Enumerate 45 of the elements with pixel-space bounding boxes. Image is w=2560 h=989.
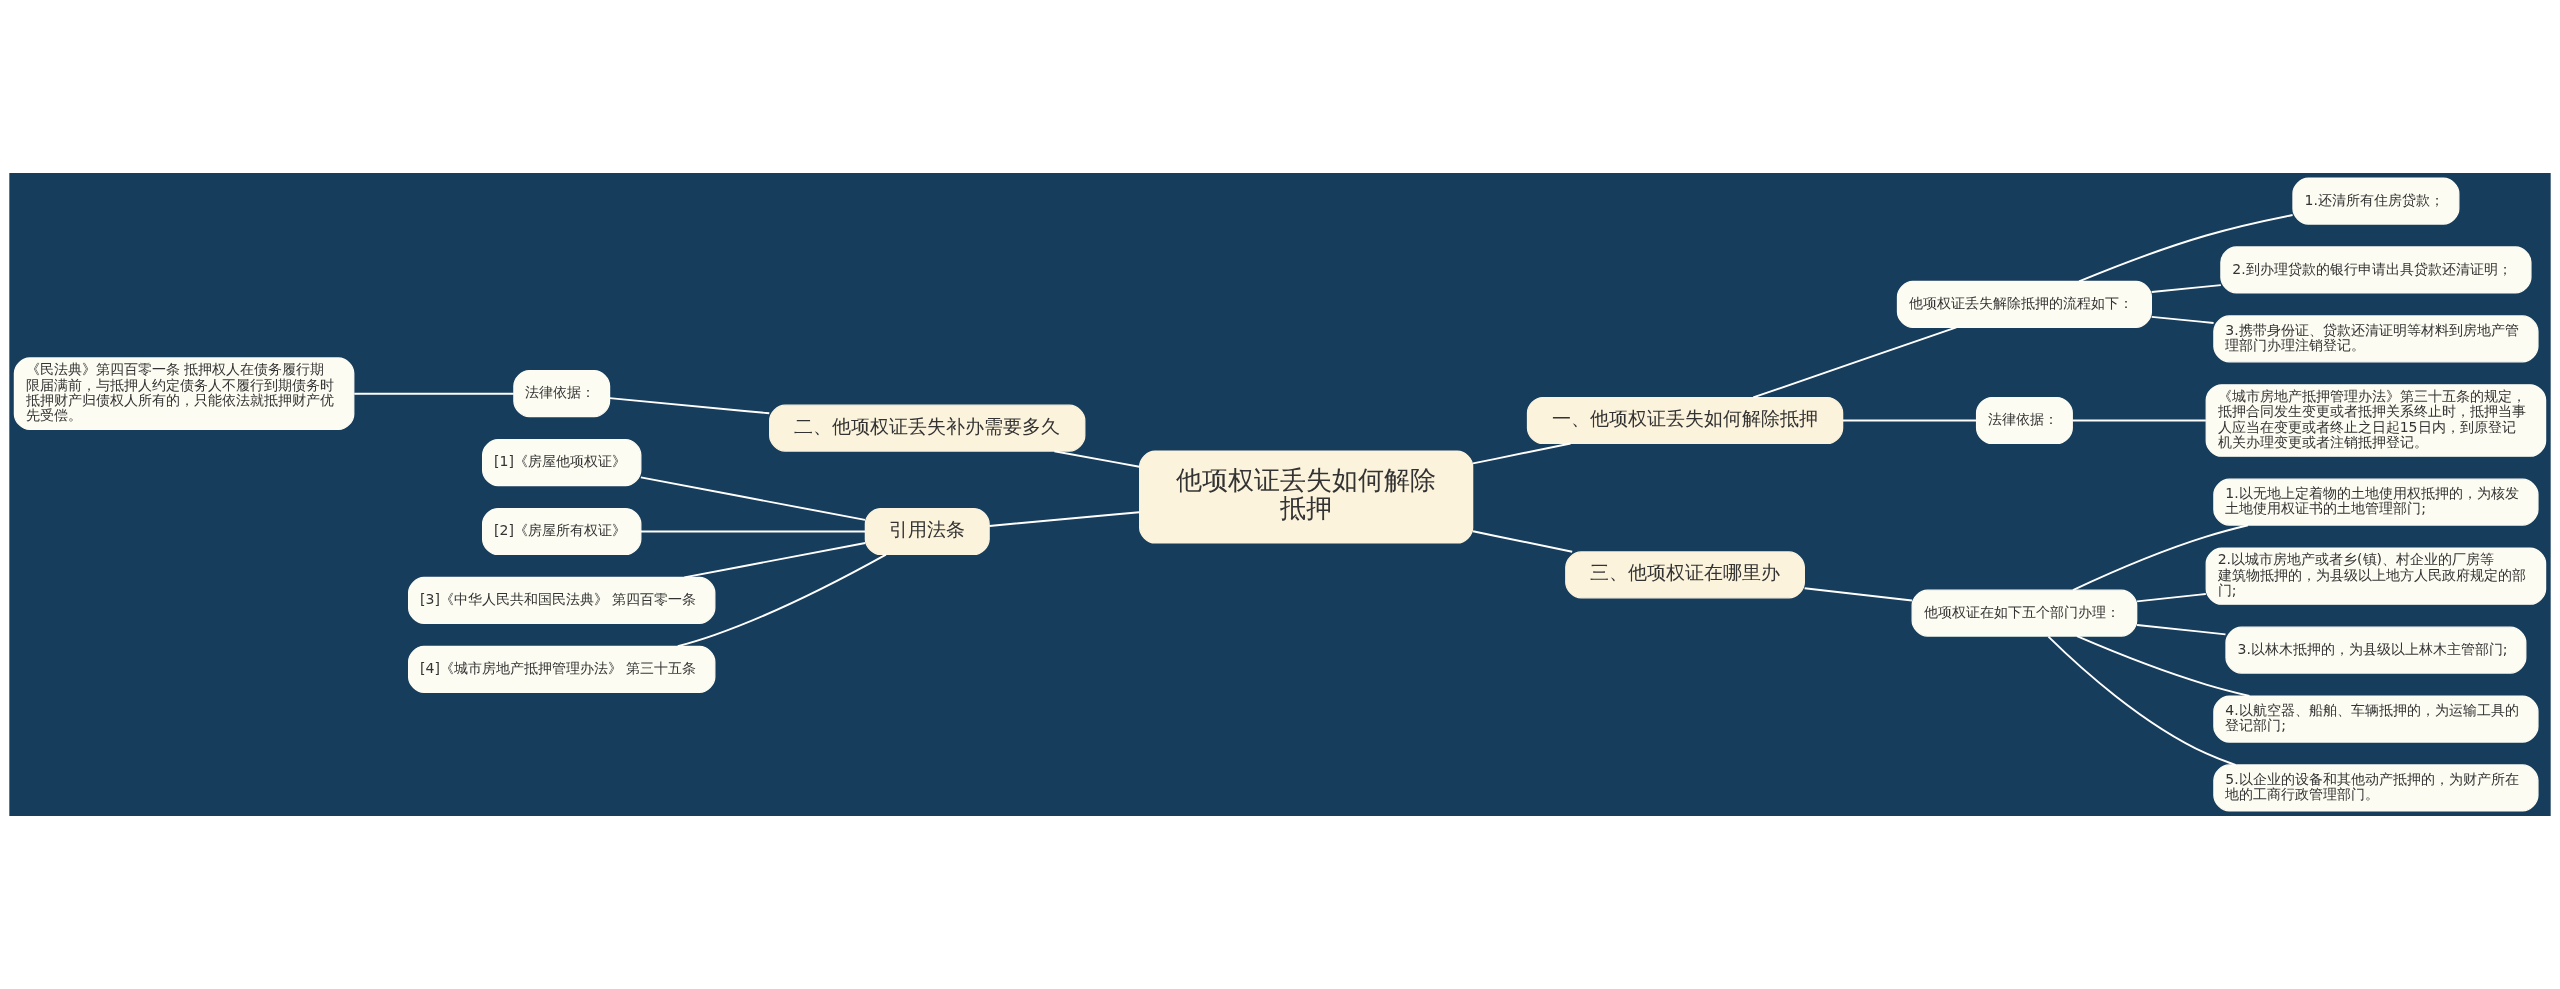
connector xyxy=(1472,530,1574,553)
node-box: 2.到办理贷款的银行申请出具贷款还清证明； xyxy=(2220,246,2532,294)
node-box: 3.以林木抵押的，为县级以上林木主管部门; xyxy=(2225,626,2527,674)
connector xyxy=(2071,419,2207,422)
connector xyxy=(1053,450,1141,468)
node-box: 引用法条 xyxy=(864,507,990,556)
node-box: 他项权证丢失如何解除抵押 xyxy=(1139,450,1474,544)
node-box: 他项权证在如下五个部门办理： xyxy=(1911,589,2138,637)
connector xyxy=(2078,214,2294,283)
node-box: [2]《房屋所有权证》 xyxy=(482,507,642,556)
node-box: 3.携带身份证、贷款还清证明等材料到房地产管理部门办理注销登记。 xyxy=(2213,315,2539,363)
node-box: 一、他项权证丢失如何解除抵押 xyxy=(1526,396,1844,445)
connector xyxy=(2136,624,2227,636)
node-box: 2.以城市房地产或者乡(镇)、村企业的厂房等建筑物抵押的，为县级以上地方人民政府规定的部门; xyxy=(2205,547,2547,605)
node-box: 1.以无地上定着物的土地使用权抵押的，为核发土地使用权证书的土地管理部门; xyxy=(2213,478,2539,526)
connector xyxy=(639,530,866,533)
connector xyxy=(683,542,867,579)
node-box: 5.以企业的设备和其他动产抵押的，为财产所在地的工商行政管理部门。 xyxy=(2213,764,2539,812)
connector xyxy=(1472,442,1572,465)
node-box: 法律依据： xyxy=(513,370,611,418)
connector xyxy=(676,553,887,648)
connector xyxy=(353,392,515,395)
node-box: 法律依据： xyxy=(1975,396,2073,445)
connector xyxy=(988,511,1141,527)
connector xyxy=(1803,587,1913,602)
node-box: 二、他项权证丢失补办需要多久 xyxy=(769,404,1086,452)
node-box: 三、他项权证在哪里办 xyxy=(1565,551,1805,599)
connector xyxy=(2072,524,2249,591)
connector xyxy=(1841,419,1978,422)
connector xyxy=(2150,284,2222,293)
connector xyxy=(1752,326,1958,399)
connector xyxy=(2150,315,2215,324)
node-box: [1]《房屋他项权证》 xyxy=(482,439,642,487)
connector xyxy=(2076,635,2251,697)
node-box: [4]《城市房地产抵押管理办法》 第三十五条 xyxy=(408,645,716,693)
node-box: 1.还清所有住房贷款； xyxy=(2292,177,2460,225)
connector xyxy=(2136,593,2207,603)
node-box: 《民法典》第四百零一条 抵押权人在债务履行期限届满前，与抵押人约定债务人不履行到期债务时抵押财产归债权人所有的，只能依法就抵押财产优先受偿。 xyxy=(13,357,355,431)
node-box: [3]《中华人民共和国民法典》 第四百零一条 xyxy=(408,576,716,624)
node-box: 《城市房地产抵押管理办法》第三十五条的规定，抵押合同发生变更或者抵押关系终止时，抵押当事人应当在变更或者终止之日起15日内，到原登记机关办理变更或者注销抵押登记。 xyxy=(2205,384,2547,457)
node-box: 4.以航空器、船舶、车辆抵押的，为运输工具的登记部门; xyxy=(2213,695,2539,743)
connector xyxy=(608,397,771,415)
connector xyxy=(2047,635,2237,766)
node-box: 他项权证丢失解除抵押的流程如下： xyxy=(1896,280,2152,328)
connector xyxy=(639,476,866,521)
